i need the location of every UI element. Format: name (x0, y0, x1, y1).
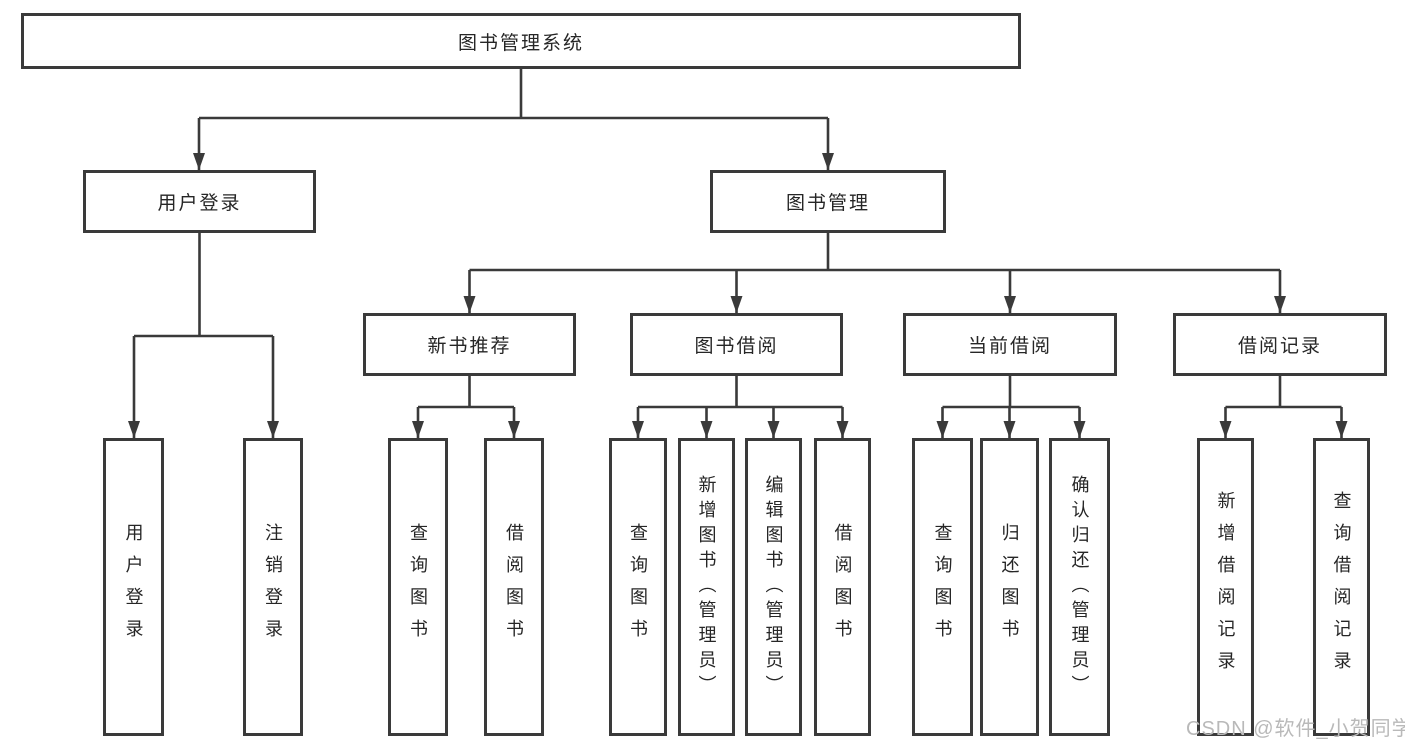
leaf-records-query-record: 查询借阅记录 (1313, 438, 1370, 736)
node-label: 确认归还（管理员） (1069, 474, 1090, 700)
node-label: 查询图书 (932, 523, 953, 651)
connector-current-borrow-to-leaves (936, 376, 1086, 438)
node-label: 查询借阅记录 (1331, 491, 1352, 683)
connector-book-management-to-level3 (463, 233, 1286, 313)
leaf-current-query-books: 查询图书 (912, 438, 973, 736)
leaf-current-return-books: 归还图书 (980, 438, 1039, 736)
node-label: 新书推荐 (427, 336, 512, 357)
node-borrowing-records: 借阅记录 (1173, 313, 1387, 376)
csdn-watermark: CSDN @软件_小贺同学 (1186, 718, 1405, 740)
node-label: 新增借阅记录 (1215, 491, 1236, 683)
connector-records-to-leaves (1219, 376, 1348, 438)
leaf-borrow-edit-books-admin: 编辑图书（管理员） (745, 438, 802, 736)
leaf-current-confirm-return-admin: 确认归还（管理员） (1049, 438, 1110, 736)
connector-book-borrow-to-leaves (632, 376, 849, 438)
node-new-book-recommend: 新书推荐 (363, 313, 576, 376)
leaf-borrow-query-books: 查询图书 (609, 438, 667, 736)
leaf-records-add-record: 新增借阅记录 (1197, 438, 1254, 736)
node-user-login: 用户登录 (83, 170, 316, 233)
node-label: 借阅记录 (1237, 336, 1322, 357)
node-label: 借阅图书 (504, 523, 524, 651)
node-label: 图书管理系统 (457, 32, 584, 54)
node-label: 图书借阅 (694, 336, 779, 357)
node-label: 注销登录 (263, 523, 283, 651)
node-label: 查询图书 (408, 523, 428, 651)
leaf-borrow-borrow-books: 借阅图书 (814, 438, 871, 736)
node-label: 查询图书 (628, 523, 648, 651)
leaf-logout: 注销登录 (243, 438, 303, 736)
leaf-borrow-add-books-admin: 新增图书（管理员） (678, 438, 735, 736)
leaf-user-login: 用户登录 (103, 438, 164, 736)
node-label: 当前借阅 (967, 336, 1052, 357)
node-label: 归还图书 (999, 523, 1020, 651)
node-label: 借阅图书 (832, 523, 853, 651)
node-label: 新增图书（管理员） (696, 474, 717, 700)
connector-new-book-to-leaves (412, 376, 520, 438)
node-library-management-system: 图书管理系统 (21, 13, 1021, 69)
node-book-borrowing: 图书借阅 (630, 313, 843, 376)
connector-user-login-to-leaves (128, 233, 279, 438)
connector-root-to-level2 (193, 69, 834, 170)
node-current-borrowing: 当前借阅 (903, 313, 1117, 376)
node-label: 用户登录 (157, 193, 242, 214)
node-label: 图书管理 (785, 193, 870, 214)
node-book-management: 图书管理 (710, 170, 946, 233)
leaf-newbook-borrow-books: 借阅图书 (484, 438, 544, 736)
node-label: 编辑图书（管理员） (763, 474, 784, 700)
node-label: 用户登录 (123, 523, 144, 651)
leaf-newbook-query-books: 查询图书 (388, 438, 448, 736)
